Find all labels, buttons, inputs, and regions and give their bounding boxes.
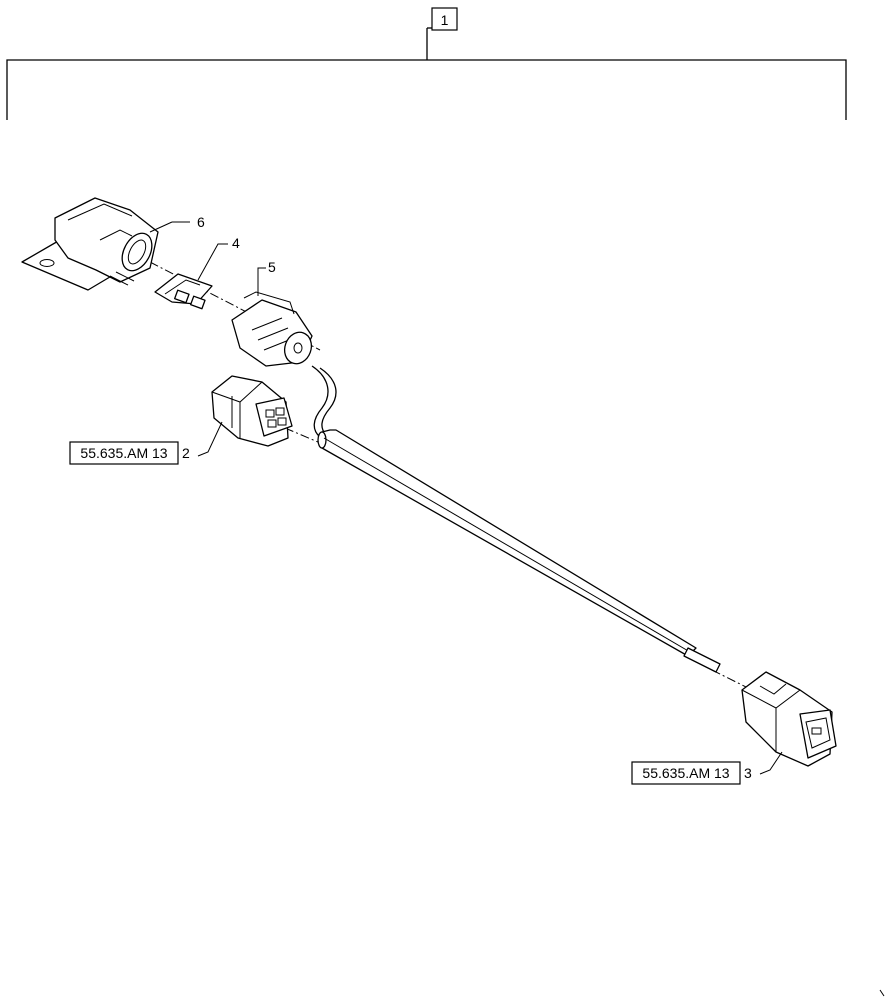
reference-box-3[interactable]: 55.635.AM 13	[631, 761, 741, 785]
leader-5	[257, 267, 266, 296]
leader-6	[149, 221, 173, 233]
reference-box-2[interactable]: 55.635.AM 13	[69, 441, 179, 465]
assembly-bracket	[6, 27, 847, 120]
svg-text:55.635.AM 13: 55.635.AM 13	[80, 445, 167, 461]
callout-5[interactable]: 5	[268, 259, 276, 275]
callout-4[interactable]: 4	[232, 235, 240, 251]
leader-2	[197, 421, 223, 457]
callout-3[interactable]: 3	[744, 765, 752, 781]
leader-4	[197, 243, 228, 281]
svg-text:1: 1	[441, 12, 449, 28]
svg-text:55.635.AM 13: 55.635.AM 13	[642, 765, 729, 781]
fuse-holder-item-5[interactable]	[231, 291, 316, 367]
connector-holder-item-6[interactable]	[21, 197, 159, 291]
centerline-connector-2	[284, 427, 319, 443]
leader-3	[759, 751, 783, 775]
fuse-item-4[interactable]	[154, 273, 213, 310]
connector-item-3[interactable]	[741, 671, 837, 767]
wire-harness	[311, 365, 721, 673]
callout-2[interactable]: 2	[182, 445, 190, 461]
connector-item-2[interactable]	[211, 375, 293, 447]
callout-1[interactable]: 1	[431, 7, 458, 31]
callout-6[interactable]: 6	[197, 214, 205, 230]
corner-mark	[879, 989, 885, 997]
